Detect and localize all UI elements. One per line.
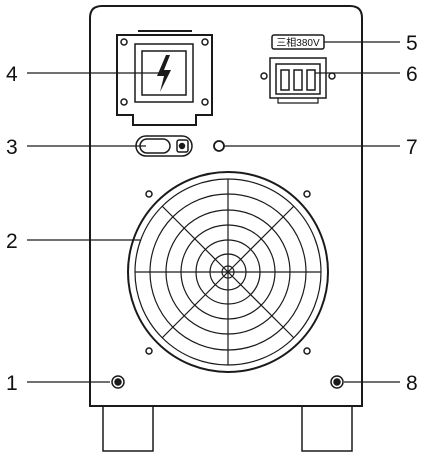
voltage-label-text: 三相380V: [276, 36, 320, 49]
lightning-bolt-icon: [157, 55, 171, 92]
screw-connector-bottom-left: [120, 98, 128, 106]
indicator-led: [213, 140, 225, 152]
callout-6: 6: [406, 63, 418, 86]
left-foot: [102, 405, 154, 452]
screw-connector-top-left: [120, 38, 128, 46]
screw-connector-top-right: [201, 38, 209, 46]
fan-guard-spokes: [135, 179, 321, 365]
callout-4: 4: [6, 63, 18, 86]
screw-breaker-left: [260, 72, 268, 80]
callout-7: 7: [406, 136, 418, 159]
callout-2: 2: [6, 230, 18, 253]
callout-5: 5: [406, 32, 418, 55]
power-connector: [116, 30, 213, 126]
circuit-breaker: [260, 57, 336, 104]
leader-lines: [27, 41, 400, 383]
grounding-screw-right: [330, 375, 344, 389]
right-foot: [301, 405, 353, 452]
fan-screw-bottom-left: [145, 347, 153, 355]
screw-connector-bottom-right: [201, 98, 209, 106]
callout-8: 8: [406, 372, 418, 395]
voltage-label-plate: 三相380V: [271, 34, 325, 50]
cooling-fan: [127, 171, 329, 373]
callout-3: 3: [6, 136, 18, 159]
callout-1: 1: [6, 372, 18, 395]
grounding-screw-left: [111, 375, 125, 389]
screw-breaker-right: [328, 72, 336, 80]
callout-numbers: 1 2 3 4 5 6 7 8: [6, 32, 418, 395]
fan-screw-bottom-right: [303, 347, 311, 355]
housing-outline: [89, 5, 363, 407]
fan-screw-top-right: [303, 190, 311, 198]
fan-screw-top-left: [145, 190, 153, 198]
